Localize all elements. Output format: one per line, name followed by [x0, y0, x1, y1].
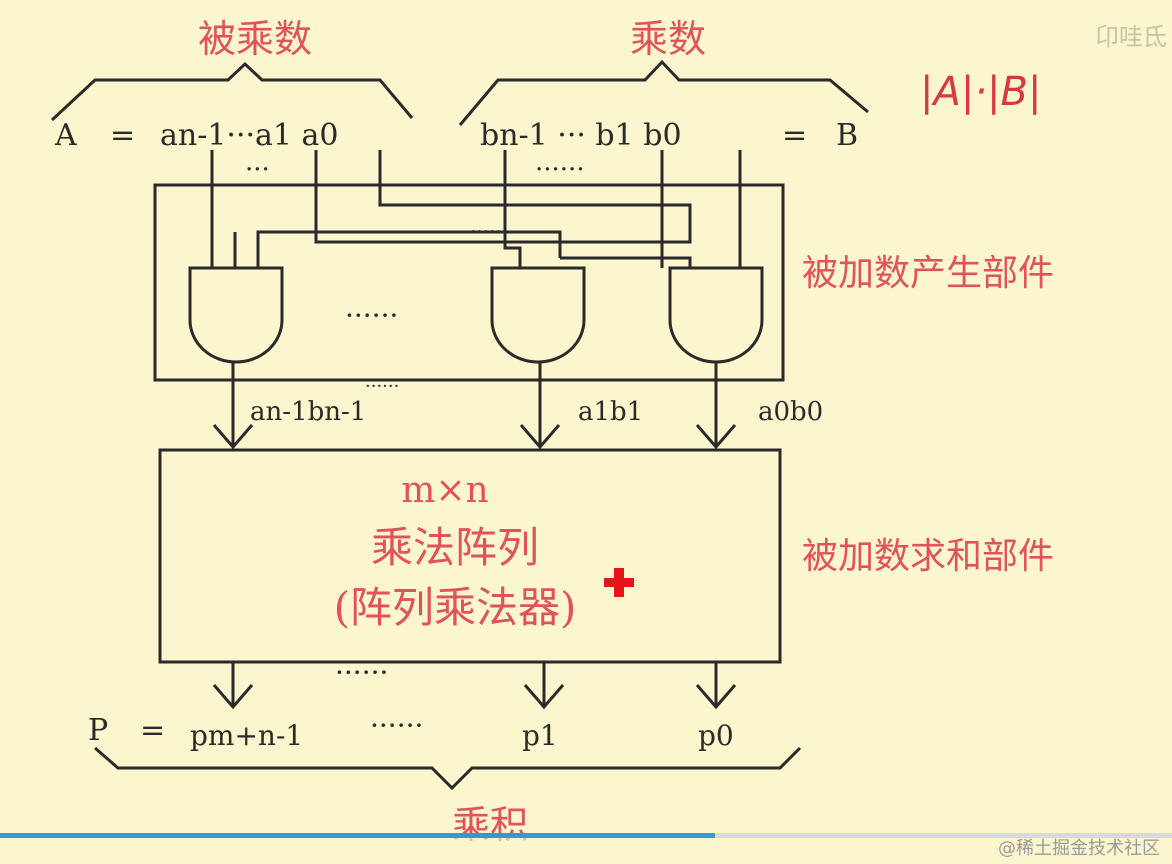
p-mid-bit: p1 — [522, 719, 558, 752]
watermark: @稀土掘金技术社区 — [998, 838, 1160, 859]
b-bits: bn-1 ··· b1 b0 — [480, 118, 682, 153]
addend-generation-label: 被加数产生部件 — [802, 253, 1054, 294]
gate-ellipsis: ······ — [345, 299, 398, 332]
a-ellipsis: ··· — [245, 155, 270, 185]
wire-ellipsis: ······ — [470, 219, 508, 243]
input-wires — [210, 150, 742, 268]
and-gate-left — [188, 266, 284, 364]
b-equals: = — [782, 118, 807, 153]
p-low-bit: p0 — [698, 719, 734, 752]
addend-generation-box — [153, 183, 785, 382]
output-left-label: an-1bn-1 — [250, 397, 366, 427]
b-symbol: B — [836, 118, 858, 153]
and-gates — [188, 266, 764, 364]
a-bits: an-1···a1 a0 — [160, 118, 339, 153]
multiplicand-label: 被乘数 — [198, 17, 312, 61]
output-right-label: a0b0 — [758, 397, 823, 427]
multiplier-label: 乘数 — [630, 17, 706, 61]
a-equals: = — [110, 118, 135, 153]
a-symbol: A — [54, 118, 77, 153]
output-mid-label: a1b1 — [578, 397, 643, 427]
product-brace — [94, 746, 802, 791]
gate-output-wires — [212, 362, 737, 450]
p-high-bit: pm+n-1 — [190, 719, 303, 752]
progress-fill — [0, 833, 715, 838]
corner-overlay-text: 卬哇氐 — [1095, 23, 1167, 51]
array-output-wires — [212, 662, 737, 710]
array-output-ellipsis: ······ — [335, 656, 388, 689]
handwritten-note: |A|·|B| — [920, 69, 1041, 115]
array-name-label: 乘法阵列 — [371, 523, 539, 572]
multiplication-array-box — [158, 448, 782, 664]
array-alias-label: (阵列乘法器) — [334, 583, 577, 632]
addend-summation-label: 被加数求和部件 — [802, 536, 1054, 577]
output-ellipsis: ······ — [365, 376, 399, 397]
and-gate-right — [668, 266, 764, 364]
cursor-icon — [604, 568, 634, 597]
multiplier-brace — [458, 59, 869, 126]
multiplicand-brace — [50, 61, 414, 122]
bottom-strip — [0, 838, 1172, 864]
array-size-label: m×n — [401, 470, 489, 511]
b-ellipsis: ······ — [535, 155, 585, 185]
p-equals: = — [140, 713, 165, 748]
p-symbol: P — [88, 713, 108, 748]
p-ellipsis: ······ — [370, 709, 423, 742]
and-gate-middle — [490, 266, 586, 364]
